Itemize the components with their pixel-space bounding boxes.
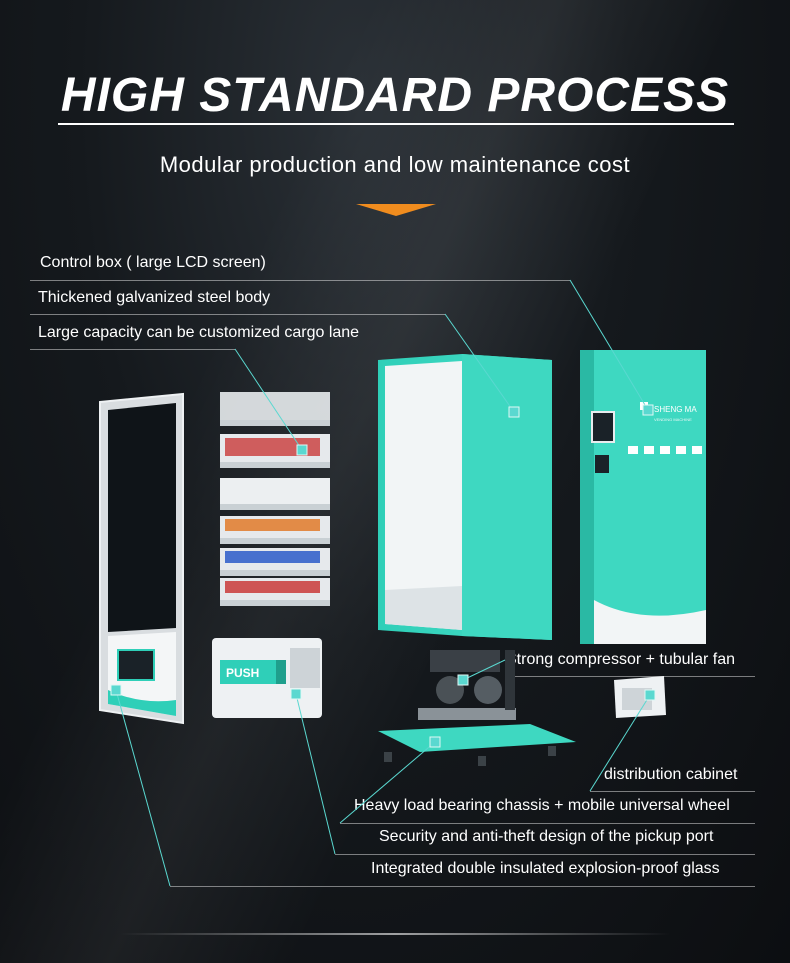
- brand-text: SHENG MA: [654, 405, 697, 414]
- label-steel-body: Thickened galvanized steel body: [38, 289, 271, 306]
- arrow-down-icon: [356, 204, 436, 216]
- callout-marker-icon: [457, 674, 469, 686]
- label-underline-compressor: [505, 676, 755, 677]
- label-underline-chassis: [340, 823, 755, 824]
- callout-marker-icon: [110, 684, 122, 696]
- label-underline-distribution: [590, 791, 755, 792]
- label-compressor: Strong compressor + tubular fan: [506, 651, 736, 668]
- steel-cabinet-body: [378, 354, 552, 640]
- page-subtitle: Modular production and low maintenance c…: [159, 152, 631, 177]
- glass-door-frame: [99, 392, 184, 725]
- callout-marker-icon: [429, 736, 441, 748]
- page-title: HIGH STANDARD PROCESS: [60, 69, 730, 122]
- label-underline-pickup-port: [335, 854, 755, 855]
- chassis-base: [378, 724, 576, 766]
- callout-marker-icon: [290, 688, 302, 700]
- label-chassis: Heavy load bearing chassis + mobile univ…: [354, 797, 730, 814]
- cargo-lane-shelves: [220, 392, 330, 606]
- label-underline-glass: [170, 886, 755, 887]
- control-box-cabinet: SHENG MA VENDING MACHINE: [580, 350, 706, 644]
- label-underline-steel-body: [30, 314, 445, 315]
- label-cargo-lane: Large capacity can be customized cargo l…: [38, 324, 360, 341]
- brand-subtext: VENDING MACHINE: [654, 417, 692, 422]
- label-glass: Integrated double insulated explosion-pr…: [371, 860, 720, 877]
- callout-marker-icon: [644, 689, 656, 701]
- compressor-unit: [418, 650, 516, 720]
- label-underline-cargo-lane: [30, 349, 235, 350]
- push-label: PUSH: [226, 666, 259, 680]
- label-pickup-port: Security and anti-theft design of the pi…: [379, 828, 714, 845]
- callout-marker-icon: [642, 404, 654, 416]
- label-distribution: distribution cabinet: [604, 766, 738, 783]
- pickup-port-module: PUSH: [212, 638, 322, 718]
- label-control-box: Control box ( large LCD screen): [40, 254, 266, 271]
- callout-leader-lines: [115, 279, 651, 887]
- title-underline: [58, 123, 734, 125]
- callout-marker-icon: [508, 406, 520, 418]
- callout-markers: [110, 404, 656, 748]
- callout-marker-icon: [296, 444, 308, 456]
- bottom-glow: [120, 933, 670, 935]
- label-underline-control-box: [30, 280, 570, 281]
